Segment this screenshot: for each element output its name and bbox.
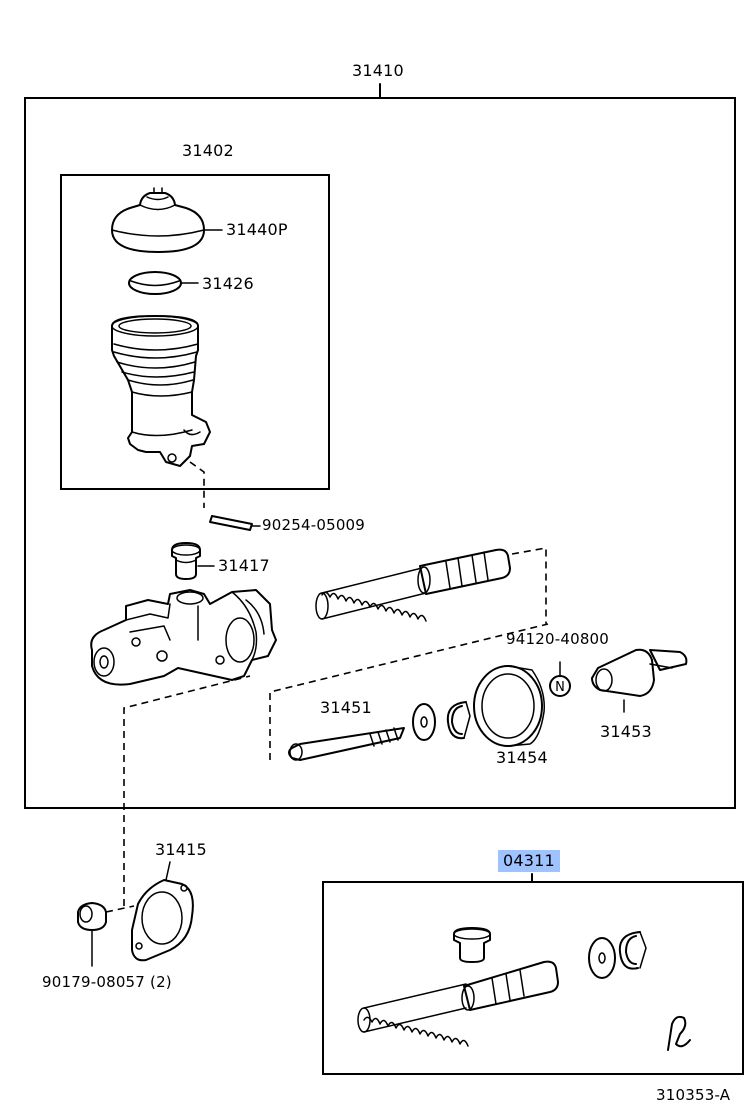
label-boot-31454[interactable]: 31454 [496,748,548,767]
flange-link-line [123,675,251,906]
label-assembly-31410[interactable]: 31410 [352,61,404,80]
label-gasket-31426[interactable]: 31426 [202,274,254,293]
label-pin-90254-05009[interactable]: 90254-05009 [262,516,366,534]
snap-ring-drawing [446,701,471,740]
spring-piston-drawing [315,548,511,622]
kit-spring-piston-drawing [357,960,559,1047]
label-push-rod-31451[interactable]: 31451 [320,698,372,717]
reservoir-gasket-drawing [128,271,199,295]
grommet-drawing [171,542,215,580]
reservoir-frame [60,174,330,490]
boot-drawing [473,665,545,747]
label-reservoir-31402[interactable]: 31402 [182,141,234,160]
label-flange-31415[interactable]: 31415 [155,840,207,859]
reservoir-cap-drawing [111,187,223,253]
label-clevis-31453[interactable]: 31453 [600,722,652,741]
diagram-code: 310353-A [656,1086,731,1104]
label-repair-kit-04311[interactable]: 04311 [498,850,560,872]
pin-drawing [209,515,261,531]
label-nut-90179-08057[interactable]: 90179-08057 (2) [42,973,172,991]
label-grommet-31417[interactable]: 31417 [218,556,270,575]
push-rod-link-line [269,623,549,760]
reservoir-tank-drawing [111,315,211,467]
label-cap-31440P[interactable]: 31440P [226,220,288,239]
kit-snap-ring-drawing [618,931,647,970]
kit-link-line-upper [511,547,547,624]
flange-gasket-drawing [131,861,194,962]
kit-washer-drawing [588,937,616,979]
washer-drawing [412,703,436,741]
pin-link-line [189,461,205,508]
assembly-frame [24,97,736,809]
label-nut-part-94120-40800[interactable]: 94120-40800 [506,630,610,648]
kit-clip-drawing [667,1015,691,1051]
nut-link-line [105,905,135,913]
clevis-drawing [591,648,688,713]
nut-drawing [77,902,107,967]
cylinder-body-drawing [90,589,277,686]
non-reusable-symbol: N [555,680,565,695]
non-reusable-icon: N [549,661,571,697]
push-rod-drawing [288,727,405,761]
kit-grommet-drawing [453,927,491,963]
